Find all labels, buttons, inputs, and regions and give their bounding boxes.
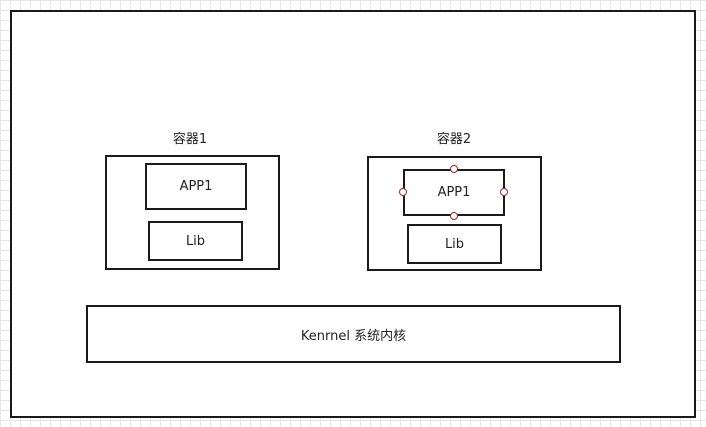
container1-app-label: APP1	[179, 179, 213, 194]
selection-handle-right[interactable]	[500, 188, 508, 196]
container1-lib-label: Lib	[185, 233, 206, 249]
container1-app-box[interactable]: APP1	[145, 163, 247, 210]
container1-lib-box[interactable]: Lib	[148, 221, 243, 261]
container1-title: 容器1	[172, 132, 208, 147]
kernel-box[interactable]: Kenrnel 系统内核	[86, 305, 621, 363]
container2-app-box[interactable]: APP1	[403, 169, 505, 216]
container2-lib-label: Lib	[444, 236, 465, 252]
container2-app-label: APP1	[437, 185, 471, 200]
selection-handle-left[interactable]	[399, 188, 407, 196]
selection-handle-bottom[interactable]	[450, 212, 458, 220]
container2-title: 容器2	[436, 132, 472, 147]
kernel-label: Kenrnel 系统内核	[300, 328, 407, 344]
selection-handle-top[interactable]	[450, 165, 458, 173]
container2-lib-box[interactable]: Lib	[407, 224, 502, 264]
